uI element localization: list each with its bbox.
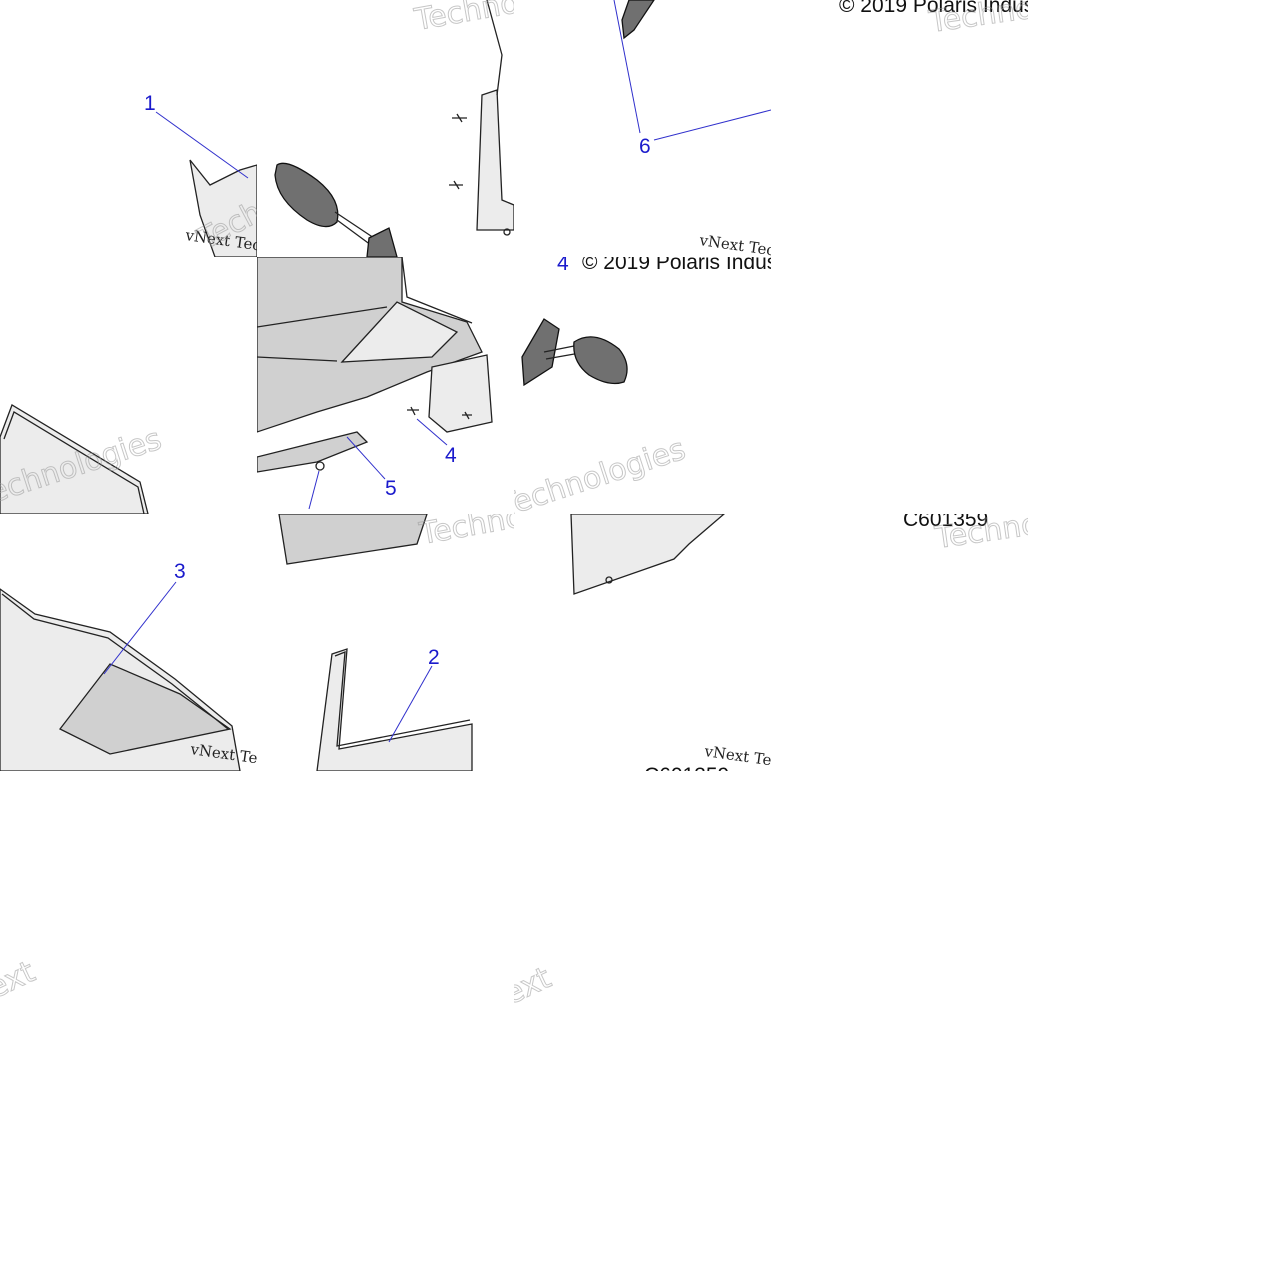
callout-6: 6 [639,135,651,158]
windshield-shade [59,663,232,755]
screw-2 [449,180,463,190]
callout-2: 2 [428,646,440,669]
drawing-code: C601359 [903,514,988,531]
tile-r2-c1-drawing: Technologies [0,404,166,514]
tile-r4-c3-drawing: ext [514,960,557,1013]
leader-line-5 [346,436,386,480]
screw-3 [407,406,419,416]
tile-r2-c3: 4 © 2019 Polaris Industries Inc. Technol… [514,257,771,514]
right-mirror-mount [521,318,560,387]
tile-r2-c2: 4 5 [257,257,514,514]
tile-r3-c2-drawing: Technologies 2 [278,514,514,771]
screw-1 [452,113,467,123]
panel-edge [486,0,503,96]
tile-r3-c2: Technologies 2 [257,514,514,771]
side-shroud-rim [334,651,471,747]
watermark-short: ext [0,954,41,1006]
windshield-rim [1,593,229,730]
copyright-mid: © 2019 Polaris Industries Inc. [582,257,771,274]
watermark-short-2: ext [514,960,557,1012]
callout-5: 5 [385,477,397,500]
tile-r4-c1: ext [0,771,257,1028]
tile-r2-c1: Technologies [0,257,257,514]
fairing-crease [257,257,473,362]
watermark-main-7: Technologies [932,514,1028,556]
tile-r3-c1: 3 vNext Technologies [0,514,257,771]
mirror-mount [366,227,398,257]
leader-line-6a [613,0,641,134]
copyright-top: © 2019 Polaris Industries Inc. [839,0,1028,17]
lower-trim [257,431,369,473]
tile-r2-c4 [771,257,1028,514]
lower-panel [570,514,725,595]
bolt [315,461,325,471]
panel-hole [605,576,613,584]
tile-r1-c1: 1 vNext Technologies Technologies [0,0,257,257]
tile-r1-c4-drawing: © 2019 Polaris Industries Inc. Technolog… [839,0,1028,41]
mirror-head [274,162,339,228]
callout-1: 1 [144,92,156,115]
tile-r4-c3: ext [514,771,771,1028]
tile-r3-c1-drawing: 3 vNext Technologies [0,560,257,771]
tile-r2-c3-drawing: 4 © 2019 Polaris Industries Inc. Technol… [514,257,771,514]
side-shroud [316,648,473,771]
tile-r1-c1-drawing: 1 vNext Technologies Technologies [144,92,257,257]
mirror-bracket-top [621,0,655,40]
leader-line-4 [416,418,448,446]
top-trim [278,514,428,565]
right-mirror-head [573,336,628,385]
fairing-panel [189,159,257,257]
tile-r3-c3-drawing: vNext Technologies C601359 [570,514,771,771]
tile-r1-c2: Technologies [257,0,514,257]
drawing-code-lower: C601359 [644,764,729,771]
tile-r1-c2-drawing: Technologies [274,0,514,257]
tile-r3-c4-drawing: C601359 Technologies [903,514,1028,557]
leader-line-2 [388,665,433,743]
tile-r1-c3: 6 vNext Technologies [514,0,771,257]
tile-r4-c1-drawing: ext [0,954,41,1007]
tile-r1-c3-drawing: 6 vNext Technologies [613,0,771,257]
watermark-main-2: Technologies [411,0,514,38]
leader-line-4c [308,470,320,510]
side-panel [476,89,514,231]
leader-line-6b [653,109,771,141]
tile-r2-c2-drawing: 4 5 [257,257,493,510]
leader-line-3 [103,581,177,675]
tile-r3-c4: C601359 Technologies [771,514,1028,771]
callout-3: 3 [174,560,186,583]
watermark-main-5: Technologies [514,432,690,514]
tile-r1-c4: © 2019 Polaris Industries Inc. Technolog… [771,0,1028,257]
fairing-highlight [340,301,459,363]
tile-r3-c3: vNext Technologies C601359 [514,514,771,771]
leader-line-1 [155,111,249,179]
callout-4b: 4 [445,444,457,467]
mounting-bracket [428,354,493,433]
windshield-trim [3,411,145,514]
windshield-corner [0,404,149,514]
screw-4 [462,411,472,420]
watermark-brand-2: vNext Technologies [697,231,771,257]
watermark-main-6: Technologies [416,514,514,552]
nut [503,228,511,236]
callout-4a: 4 [557,257,569,275]
watermark-main-3: Technologies [926,0,1028,40]
